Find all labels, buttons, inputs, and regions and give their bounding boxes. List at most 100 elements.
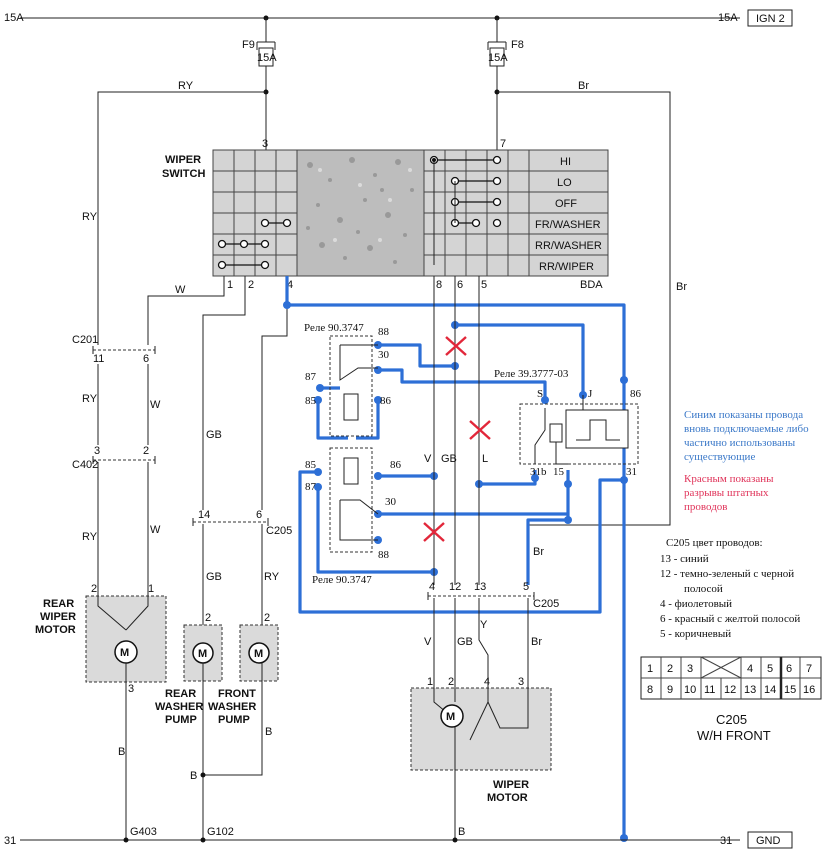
wiper-switch: WIPER SWITCH 3 7 — [162, 138, 609, 291]
svg-text:30: 30 — [378, 349, 390, 361]
timer-relay: Реле 39.3777-03 S J 86 31b 15 31 — [494, 368, 642, 478]
rear-washer-pump: 2 M REAR WASHER PUMP — [155, 612, 223, 840]
motor-icon — [440, 704, 464, 728]
svg-text:GB: GB — [206, 571, 222, 583]
svg-text:M: M — [446, 711, 455, 723]
svg-text:1: 1 — [427, 676, 433, 688]
svg-text:31: 31 — [626, 466, 637, 478]
svg-text:GB: GB — [457, 636, 473, 648]
svg-text:M: M — [254, 648, 263, 660]
svg-text:14: 14 — [764, 684, 776, 696]
mode-lo: LO — [557, 177, 572, 189]
svg-text:вновь подключаемые либо: вновь подключаемые либо — [684, 423, 809, 435]
svg-text:Br: Br — [533, 546, 544, 558]
svg-text:86: 86 — [380, 395, 392, 407]
svg-text:4 - фиолетовый: 4 - фиолетовый — [660, 598, 732, 610]
switch-title-2: SWITCH — [162, 168, 205, 180]
svg-text:12: 12 — [724, 684, 736, 696]
svg-text:MOTOR: MOTOR — [487, 792, 528, 804]
svg-text:6: 6 — [256, 509, 262, 521]
fuse-f9-name: F9 — [242, 39, 255, 51]
break-x-icon — [445, 336, 467, 356]
pinout-caption-2: W/H FRONT — [697, 728, 771, 743]
c205-left-label: C205 — [266, 525, 292, 537]
svg-text:2: 2 — [143, 445, 149, 457]
svg-text:31: 31 — [720, 835, 732, 847]
svg-text:8: 8 — [436, 279, 442, 291]
svg-text:13: 13 — [474, 581, 486, 593]
svg-text:M: M — [198, 648, 207, 660]
svg-text:FRONT: FRONT — [218, 688, 256, 700]
mode-fr-washer: FR/WASHER — [535, 219, 601, 231]
c205-pinout: 1 2 3 4 5 6 7 8 9 10 11 12 13 14 15 16 C… — [640, 656, 822, 743]
svg-text:W: W — [150, 524, 161, 536]
svg-text:86: 86 — [390, 459, 402, 471]
svg-text:проводов: проводов — [684, 501, 727, 513]
svg-text:13 - синий: 13 - синий — [660, 553, 709, 565]
front-wiper-wiring: V GB L 4 12 13 5 C205 V GB Y Br — [424, 276, 559, 688]
svg-text:существующие: существующие — [684, 451, 755, 463]
rail-label-left: 15A — [4, 12, 24, 24]
svg-text:2: 2 — [205, 612, 211, 624]
svg-text:S: S — [537, 388, 543, 400]
svg-text:2: 2 — [667, 663, 673, 675]
svg-text:3: 3 — [518, 676, 524, 688]
svg-text:MOTOR: MOTOR — [35, 624, 76, 636]
svg-text:GB: GB — [206, 429, 222, 441]
timer-relay-title: Реле 39.3777-03 — [494, 368, 569, 380]
mode-rr-wiper: RR/WIPER — [539, 261, 594, 273]
svg-text:15: 15 — [553, 466, 565, 478]
svg-text:85: 85 — [305, 459, 317, 471]
svg-text:WASHER: WASHER — [208, 701, 256, 713]
rail-label-right: 15A — [718, 12, 738, 24]
svg-text:86: 86 — [630, 388, 642, 400]
fuse-f8-rating: 15A — [488, 52, 508, 64]
svg-text:3: 3 — [262, 138, 268, 150]
svg-text:4: 4 — [287, 279, 293, 291]
break-x-icon — [423, 522, 445, 542]
svg-text:PUMP: PUMP — [165, 714, 197, 726]
svg-text:1: 1 — [647, 663, 653, 675]
wiper-motor: 1 2 4 3 M WIPER MOTOR B — [410, 676, 552, 840]
svg-text:3: 3 — [128, 683, 134, 695]
power-rail: 15A 15A IGN 2 — [4, 9, 793, 27]
svg-text:W: W — [175, 284, 186, 296]
svg-text:B: B — [265, 726, 272, 738]
svg-text:PUMP: PUMP — [218, 714, 250, 726]
svg-text:4: 4 — [484, 676, 490, 688]
gnd-label: GND — [756, 835, 781, 847]
blue-note: Синим показаны провода — [684, 409, 803, 421]
svg-text:1: 1 — [148, 583, 154, 595]
svg-text:1: 1 — [227, 279, 233, 291]
rear-wiper-motor: 2 1 M 3 REAR WIPER MOTOR B — [35, 583, 167, 840]
svg-text:87: 87 — [305, 481, 317, 493]
svg-text:31: 31 — [4, 835, 16, 847]
svg-text:30: 30 — [385, 496, 397, 508]
pump-motor-icon — [248, 642, 270, 664]
svg-text:B: B — [458, 826, 465, 838]
bda-label: BDA — [580, 279, 603, 291]
svg-text:6: 6 — [143, 353, 149, 365]
c402-label: C402 — [72, 459, 98, 471]
svg-text:2: 2 — [248, 279, 254, 291]
svg-text:6: 6 — [457, 279, 463, 291]
svg-text:11: 11 — [93, 353, 104, 365]
g403-label: G403 — [130, 826, 157, 838]
svg-text:14: 14 — [198, 509, 210, 521]
svg-text:5: 5 — [481, 279, 487, 291]
switch-title: WIPER — [165, 154, 201, 166]
g102-label: G102 — [207, 826, 234, 838]
wire-ry: RY RY RY RY — [82, 80, 266, 543]
svg-text:RY: RY — [264, 571, 280, 583]
svg-text:2: 2 — [91, 583, 97, 595]
fuse-f9: F9 15A — [242, 18, 277, 150]
svg-text:87: 87 — [305, 371, 317, 383]
relay-lower: 85 86 87 30 88 Реле 90.3747 — [305, 447, 402, 586]
svg-text:Br: Br — [578, 80, 589, 92]
relay-lower-title: Реле 90.3747 — [312, 574, 372, 586]
svg-text:REAR: REAR — [165, 688, 196, 700]
pinout-caption: C205 — [716, 712, 747, 727]
svg-text:7: 7 — [806, 663, 812, 675]
notes: Синим показаны провода вновь подключаемы… — [660, 409, 809, 640]
red-note: Красным показаны — [684, 473, 774, 485]
